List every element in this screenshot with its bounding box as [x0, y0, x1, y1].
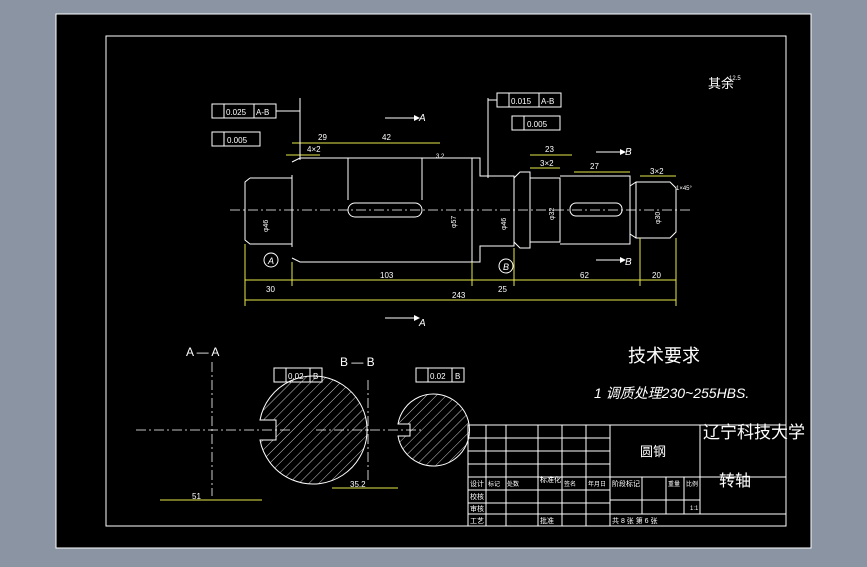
tech-title: 技术要求 — [628, 346, 700, 366]
tb-col-1: 标记 — [488, 480, 500, 488]
tol-runout-right: 0.015 — [511, 97, 532, 106]
tb-part-name: 转轴 — [719, 472, 751, 490]
title-block — [467, 424, 787, 527]
model-space — [56, 14, 811, 548]
tb-std: 标准化 — [540, 475, 561, 484]
dimensions — [244, 98, 677, 306]
tb-row-1: 设计 — [470, 479, 484, 488]
tol-sym-b-datum: B — [455, 372, 460, 381]
datum-b: B — [503, 262, 509, 272]
tb-school: 辽宁科技大学 — [703, 423, 805, 442]
dim-phi46a: φ46 — [263, 220, 270, 232]
right-end — [629, 181, 677, 239]
tb-row-3: 审核 — [470, 504, 484, 513]
dim-62: 62 — [580, 271, 589, 280]
tb-weight: 重量 — [668, 480, 680, 488]
tb-col-2: 处数 — [507, 480, 519, 488]
dim-27: 27 — [590, 162, 599, 171]
shaft-view — [230, 157, 690, 263]
tol-sym-a-datum: B — [313, 372, 318, 381]
tech-line1: 1 调质处理230~255HBS. — [594, 385, 749, 401]
tol-cyl-left: 0.005 — [227, 136, 248, 145]
key-section — [560, 175, 631, 245]
dim-29: 29 — [318, 133, 327, 142]
dim-42: 42 — [382, 133, 391, 142]
label-a-top: A — [418, 113, 426, 124]
tb-stage: 阶段标记 — [612, 479, 640, 488]
tb-col-5: 签名 — [564, 480, 576, 488]
dim-20: 20 — [652, 271, 661, 280]
dim-30: 30 — [266, 285, 275, 294]
keyway-a — [347, 202, 423, 218]
dim-23: 23 — [545, 145, 554, 154]
dim-4x2: 4×2 — [307, 145, 321, 154]
drawing-frame — [105, 35, 787, 527]
dim-ra: 3.2 — [436, 154, 445, 160]
mid-section — [530, 177, 561, 243]
tol-runout-left-datum: A-B — [256, 108, 269, 117]
tb-row-2: 校核 — [470, 492, 484, 501]
dim-243: 243 — [452, 291, 466, 300]
datum-b-circle — [498, 258, 514, 274]
dim-3x2b: 3×2 — [650, 167, 664, 176]
dim-25: 25 — [498, 285, 507, 294]
remainder-note: 其余 — [708, 76, 734, 91]
section-b-view — [316, 380, 470, 489]
label-b-top: B — [625, 147, 632, 158]
tol-runout-left: 0.025 — [226, 108, 247, 117]
remainder-symbol: 12.5 — [729, 76, 741, 82]
tb-sheets: 共 8 张 第 6 张 — [612, 516, 658, 525]
dim-chamfer: 1×45° — [676, 186, 693, 192]
tb-col-6: 年月日 — [588, 480, 606, 488]
tol-runout-right-datum: A-B — [541, 97, 554, 106]
dim-phi57: φ57 — [451, 216, 458, 228]
dim-phi46b: φ46 — [501, 218, 508, 230]
dim-w35: 35.2 — [350, 480, 366, 489]
tb-scale: 1:1 — [690, 506, 699, 512]
label-b-bottom: B — [625, 257, 632, 268]
dim-phi30: φ30 — [655, 212, 662, 224]
main-section — [291, 157, 473, 263]
tb-row-4: 工艺 — [470, 517, 484, 525]
shoulder — [472, 157, 515, 263]
datum-a-circle — [263, 252, 279, 268]
dim-phi32: φ32 — [549, 208, 556, 220]
tb-material: 圆钢 — [640, 444, 666, 459]
datum-a: A — [267, 256, 274, 266]
tol-sym-a: 0.02 — [288, 372, 304, 381]
dim-w51: 51 — [192, 492, 201, 501]
tol-sym-b: 0.02 — [430, 372, 446, 381]
section-b-title: B — B — [340, 355, 375, 369]
dim-103: 103 — [380, 271, 394, 280]
keyway-b — [569, 202, 623, 217]
tb-approve: 批准 — [540, 516, 554, 525]
dim-3x2a: 3×2 — [540, 159, 554, 168]
section-a-view — [136, 362, 368, 501]
right-journal — [513, 171, 531, 249]
paper-border — [55, 13, 812, 549]
cut-arrows — [385, 115, 626, 321]
section-a-title: A — A — [186, 345, 219, 359]
tol-cyl-right: 0.005 — [527, 120, 548, 129]
tb-ratio: 比例 — [686, 480, 698, 488]
label-a-bottom: A — [418, 318, 426, 329]
